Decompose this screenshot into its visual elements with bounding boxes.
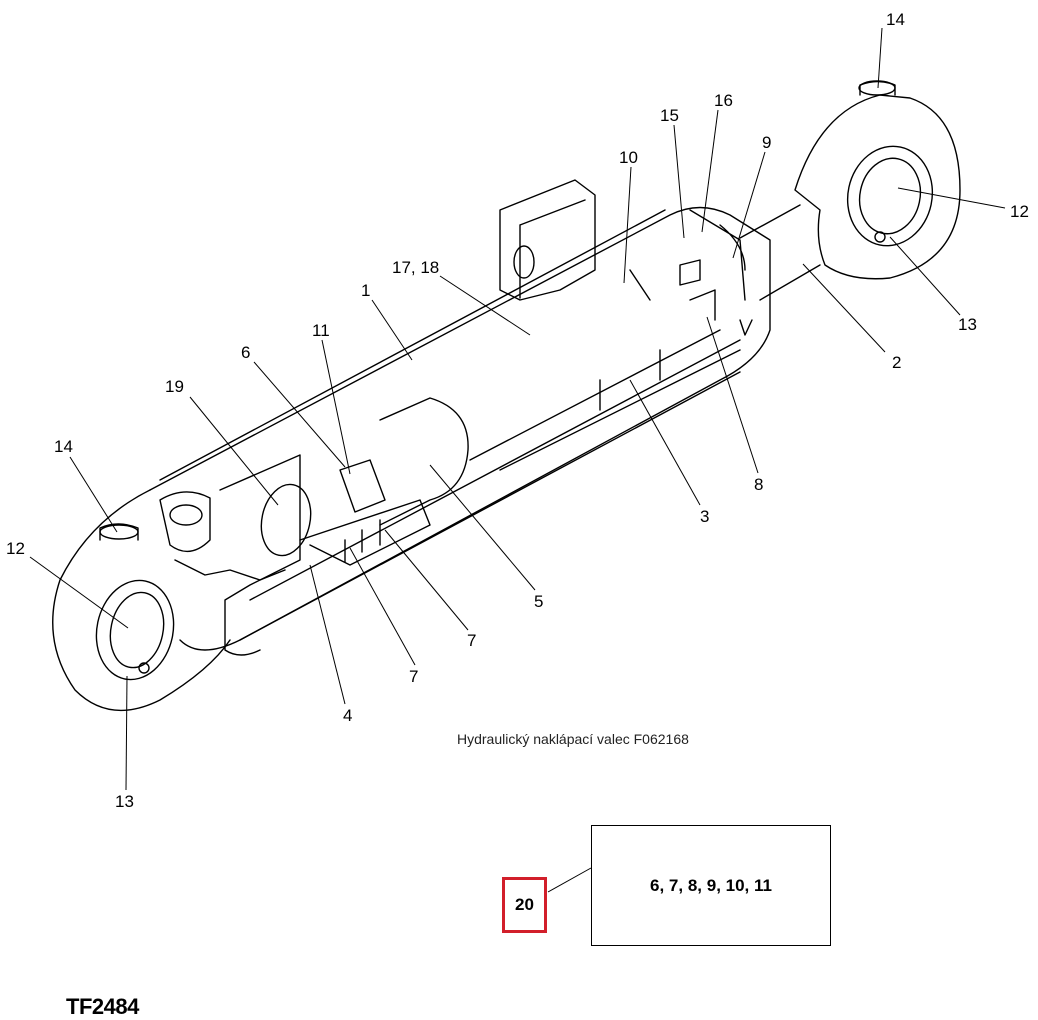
callout-19: 19 [165, 377, 184, 396]
callout-7-left: 7 [409, 667, 418, 686]
leader-1 [371, 299, 413, 361]
top-port-block [499, 179, 596, 301]
leader-17-18 [439, 275, 531, 336]
left-base-eye [52, 489, 231, 712]
callout-16: 16 [714, 91, 733, 110]
callout-10: 10 [619, 148, 638, 167]
leader-15 [673, 124, 685, 239]
leader-4 [309, 564, 346, 705]
leader-10 [623, 166, 632, 284]
diagram-caption: Hydraulický naklápací valec F062168 [457, 731, 689, 747]
callout-11: 11 [312, 321, 330, 340]
leader-9 [732, 151, 766, 259]
callout-14-right: 14 [886, 10, 905, 29]
leader-13-right [889, 236, 961, 316]
leader-2 [802, 263, 886, 353]
leader-14-right [877, 27, 883, 89]
callout-12-right: 12 [1010, 202, 1029, 221]
leader-19 [189, 396, 279, 506]
callout-12-left: 12 [6, 539, 25, 558]
leader-12-left [29, 556, 129, 629]
drawing-code: TF2484 [66, 994, 139, 1019]
leader-kit [547, 867, 592, 893]
piston-rod [739, 204, 821, 301]
callout-13-left: 13 [115, 792, 134, 811]
leader-14-left [69, 456, 118, 533]
callout-7-right: 7 [467, 631, 476, 650]
leader-7-right [384, 529, 469, 631]
leader-3 [629, 379, 701, 506]
leader-12-right [897, 187, 1006, 209]
callout-15: 15 [660, 106, 679, 125]
kit-number-badge[interactable]: 20 [502, 877, 547, 933]
leader-11 [321, 339, 351, 475]
callout-13-right: 13 [958, 315, 977, 334]
kit-number: 20 [515, 895, 534, 914]
callout-6: 6 [241, 343, 250, 362]
callout-4: 4 [343, 706, 352, 725]
right-rod-eye [794, 94, 961, 280]
leader-6 [253, 361, 346, 468]
cylinder-barrel [149, 206, 771, 651]
callout-9: 9 [762, 133, 771, 152]
kit-parts-list: 6, 7, 8, 9, 10, 11 [650, 875, 772, 895]
leader-7-left [349, 547, 416, 666]
leader-8 [706, 316, 759, 474]
callout-1: 1 [361, 281, 370, 300]
callout-17-18: 17, 18 [392, 258, 439, 277]
callout-5: 5 [534, 592, 543, 611]
leader-16 [701, 109, 719, 233]
kit-parts-box: 6, 7, 8, 9, 10, 11 [591, 825, 831, 946]
callout-8: 8 [754, 475, 763, 494]
leader-5 [429, 464, 536, 591]
callout-2: 2 [892, 353, 901, 372]
callout-14-left: 14 [54, 437, 73, 456]
callout-3: 3 [700, 507, 709, 526]
piston [379, 397, 469, 526]
leader-13-left [125, 675, 128, 791]
